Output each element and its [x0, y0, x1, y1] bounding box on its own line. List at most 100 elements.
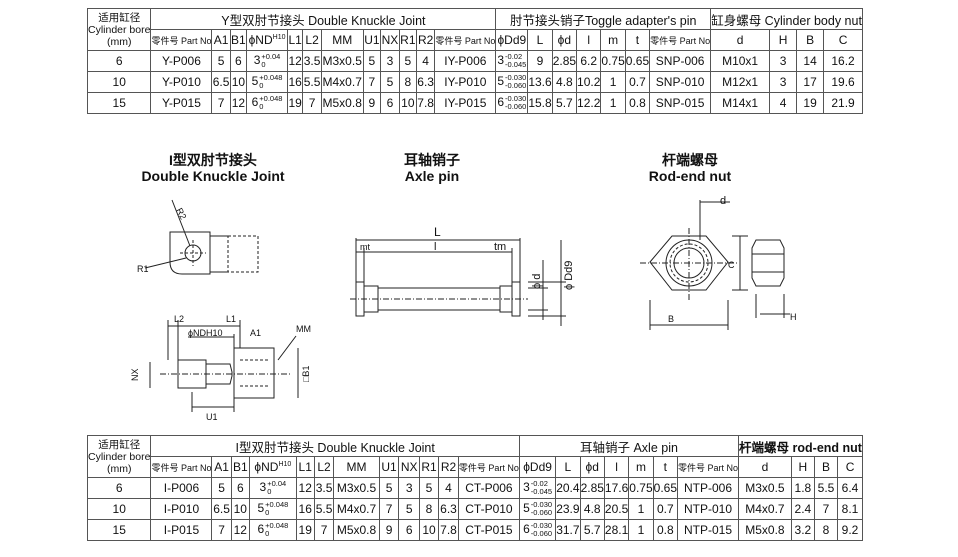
dim-phidd9: ϕ Dd9 — [563, 261, 575, 290]
cell-B: 14 — [796, 50, 825, 72]
tol-upper: -0.030 — [530, 500, 553, 509]
tol-main: 5 — [251, 74, 259, 89]
group-header-nut: 缸身螺母 Cylinder body nut — [710, 8, 863, 30]
tolerance-value: 3-0.02-0.045 — [497, 52, 526, 69]
bore-header: 适用缸径 Cylinder bore (mm) — [86, 8, 152, 51]
cell-L: 31.7 — [555, 519, 581, 541]
tol-main: 5 — [523, 501, 530, 516]
col-part-no-b: 零件号 Part No — [150, 456, 213, 478]
cell-part1: I-P010 — [150, 498, 213, 520]
tol-fraction: -0.030-0.060 — [505, 95, 526, 111]
axle-pin-drawing — [350, 238, 566, 326]
tolerance-value: 6-0.030-0.060 — [497, 95, 526, 111]
cell-l1: 16 — [286, 71, 304, 93]
cell-dd9: 5-0.030-0.060 — [495, 71, 529, 93]
col-m-b: m — [628, 456, 654, 478]
bore-header-bottom-unit: (mm) — [106, 462, 132, 475]
col-B-b: B — [813, 456, 839, 478]
cell-a1: 7 — [211, 519, 232, 541]
cell-part2: CT-P006 — [457, 477, 520, 499]
cell-l: 28.1 — [603, 519, 630, 541]
cell-t: 0.8 — [624, 92, 651, 114]
tol-lower: -0.045 — [530, 487, 553, 496]
col-mm: MM — [320, 29, 364, 51]
tol-main: 3 — [253, 53, 261, 68]
group-header-knuckle-bottom: I型双肘节接头 Double Knuckle Joint — [150, 435, 520, 457]
col-r1-b: R1 — [418, 456, 440, 478]
tol-lower: -0.060 — [530, 529, 553, 538]
cell-nut_d: M4x0.7 — [738, 498, 792, 520]
bottom-group-row: 适用缸径 Cylinder bore (mm) I型双肘节接头 Double K… — [86, 435, 863, 478]
cell-H: 3.2 — [790, 519, 815, 541]
dim-l-small: l — [434, 241, 436, 253]
cell-l2: 7 — [302, 92, 322, 114]
cell-r1: 8 — [418, 498, 440, 520]
cell-C: 8.1 — [837, 498, 863, 520]
tol-main: 6 — [523, 522, 530, 537]
cell-d: 5.7 — [579, 519, 605, 541]
cell-l: 10.2 — [576, 71, 602, 93]
dim-phid: ϕ d — [531, 274, 543, 289]
cell-r2: 7.8 — [415, 92, 436, 114]
cell-r2: 6.3 — [415, 71, 436, 93]
cell-C: 19.6 — [823, 71, 863, 93]
cell-part2: IY-P015 — [434, 92, 497, 114]
dim-a1: A1 — [250, 328, 261, 338]
bore-header-bottom-en: Cylinder bore — [88, 450, 151, 463]
cell-B: 8 — [813, 519, 839, 541]
cell-B: 7 — [813, 498, 839, 520]
knuckle-title-en: Double Knuckle Joint — [141, 168, 285, 184]
cell-nx: 5 — [398, 498, 420, 520]
bore-header-unit: (mm) — [106, 35, 132, 48]
cell-b1: 12 — [229, 92, 248, 114]
cell-dd9: 6-0.030-0.060 — [518, 519, 557, 541]
cell-dd9: 6-0.030-0.060 — [495, 92, 529, 114]
nut-title-en: Rod-end nut — [648, 168, 732, 184]
cell-C: 9.2 — [837, 519, 863, 541]
cell-part1: Y-P006 — [150, 50, 213, 72]
tol-lower: 0 — [259, 102, 264, 111]
dim-mm: MM — [296, 324, 311, 334]
col-nd: ϕNDH10 — [246, 29, 288, 51]
tol-fraction: -0.030-0.060 — [531, 522, 552, 538]
cell-m: 1 — [628, 519, 654, 541]
tol-upper: -0.02 — [505, 52, 523, 61]
cell-t: 0.8 — [652, 519, 679, 541]
dim-L: L — [434, 225, 441, 239]
dim-d: d — [720, 195, 726, 207]
tol-main: 6 — [251, 95, 259, 110]
group-header-nut-bottom: 杆端螺母 rod-end nut — [738, 435, 863, 457]
bore-header-en: Cylinder bore — [88, 23, 151, 36]
tol-upper: +0.048 — [259, 73, 283, 82]
col-l2-b: L2 — [313, 456, 335, 478]
tol-main: 3 — [259, 480, 267, 495]
dim-nx: NX — [130, 368, 140, 381]
col-l1-b: L1 — [295, 456, 315, 478]
cell-mm: M5x0.8 — [333, 519, 380, 541]
cell-l2: 5.5 — [313, 498, 335, 520]
cell-a1: 7 — [211, 92, 231, 114]
dim-h: H — [790, 312, 797, 322]
tol-main: 5 — [257, 501, 265, 516]
dim-tm: tm — [494, 241, 506, 253]
top-spec-table: 适用缸径 Cylinder bore (mm) Y型双肘节接头 Double K… — [86, 8, 863, 114]
cell-part3: NTP-015 — [676, 519, 740, 541]
col-nut-d-b: d — [738, 456, 792, 478]
col-nd-b: ϕNDH10 — [249, 456, 297, 478]
cell-part1: I-P006 — [150, 477, 213, 499]
tol-main: 3 — [523, 480, 530, 495]
col-d-b: ϕd — [579, 456, 605, 478]
cell-C: 6.4 — [837, 477, 863, 499]
